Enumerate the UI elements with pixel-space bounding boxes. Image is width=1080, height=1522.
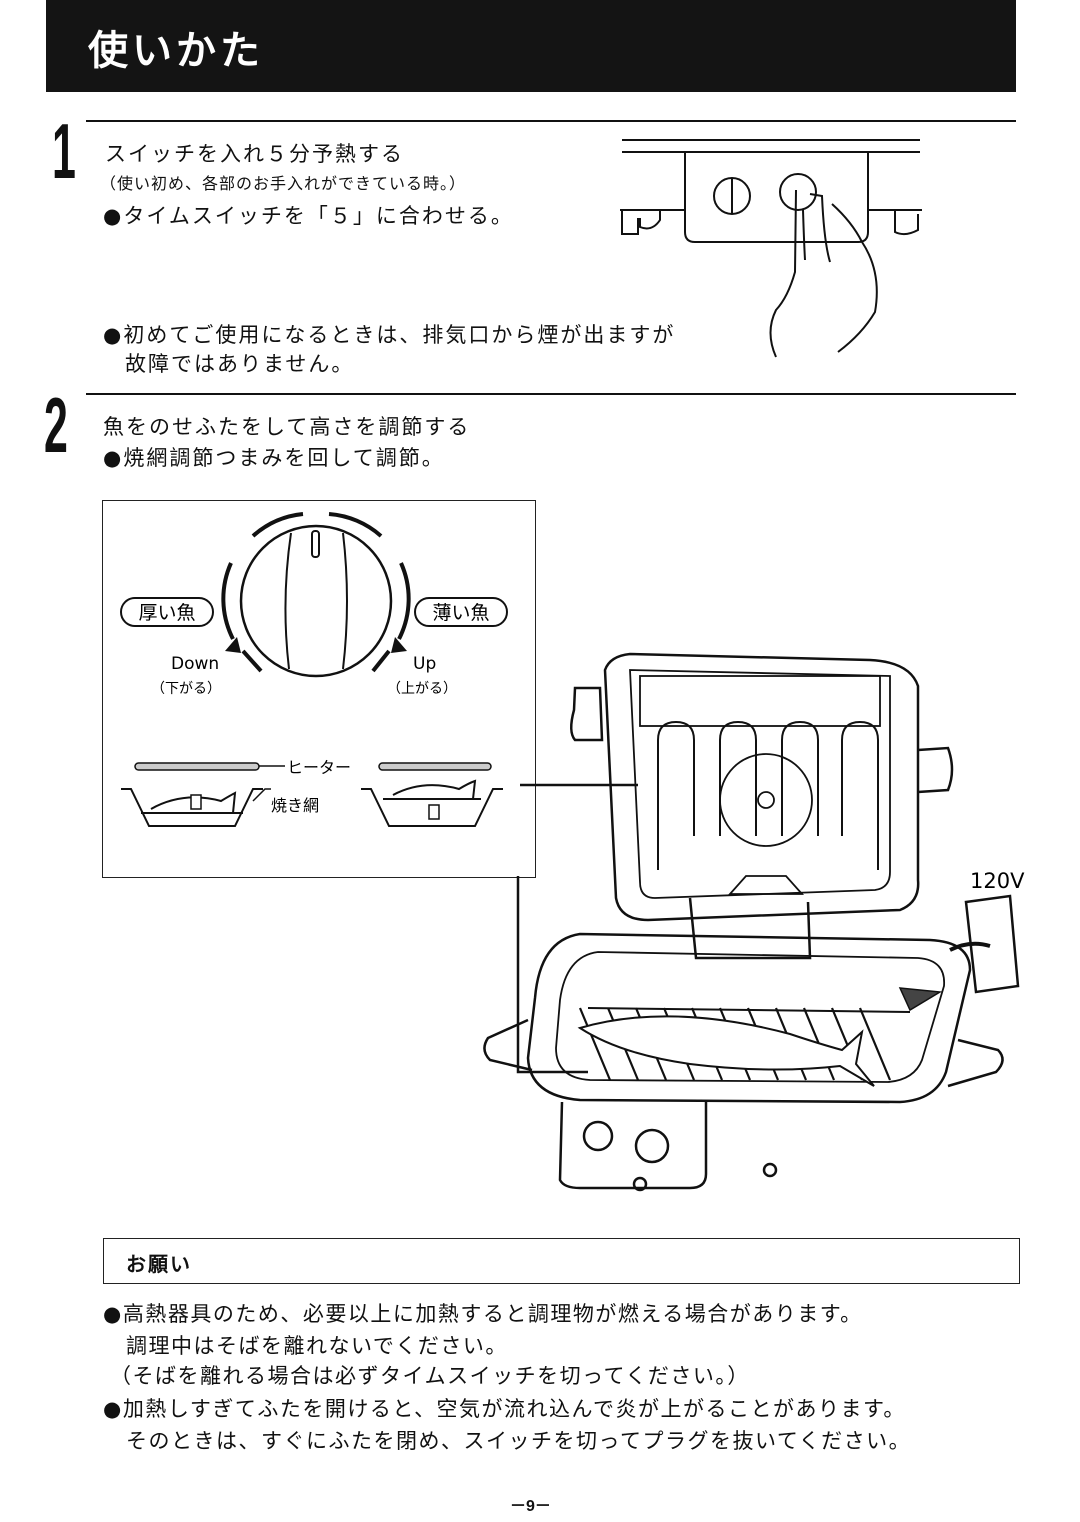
down-label: Down (171, 654, 219, 674)
header-bar: 使いかた (46, 0, 1016, 92)
page-number: －9－ (510, 1498, 551, 1515)
down-sub-label: （下がる） (151, 681, 221, 697)
step-2-bullet-1: ●焼網調節つまみを回して調節。 (103, 446, 445, 470)
thick-fish-label: 厚い魚 (138, 602, 195, 624)
notice-line-5: そのときは、すぐにふたを閉め、スイッチを切ってプラグを抜いてください。 (126, 1429, 912, 1453)
step-1-number: 1 (52, 107, 76, 195)
heater-label: ヒーター (287, 758, 351, 777)
up-sub-label: （上がる） (387, 681, 457, 697)
dial-diagram-box (102, 500, 536, 878)
notice-heading-box: お願い (103, 1238, 1020, 1284)
step-1-note: （使い初め、各部のお手入れができている時。） (100, 174, 467, 193)
step-1-bullet-1: ●タイムスイッチを「５」に合わせる。 (103, 204, 514, 228)
voltage-label: 120V (970, 869, 1025, 893)
notice-line-1: ●高熱器具のため、必要以上に加熱すると調理物が燃える場合があります。 (103, 1302, 863, 1326)
grill-label: 焼き網 (271, 796, 319, 815)
fish-grill-illustration: 120V (483, 652, 1025, 1192)
notice-line-2: 調理中はそばを離れないでください。 (126, 1334, 508, 1358)
step-2-title: 魚をのせふたをして高さを調節する (103, 415, 471, 439)
step-2-rule (86, 393, 1016, 395)
step-1-bullet-2-cont: 故障ではありません。 (125, 352, 355, 376)
switch-hand-illustration (620, 139, 922, 358)
thin-fish-label: 薄い魚 (432, 602, 489, 624)
up-label: Up (413, 654, 436, 674)
page-title: 使いかた (88, 28, 264, 74)
step-2-number: 2 (44, 381, 68, 469)
dial-diagram: 厚い魚 薄い魚 Down （下がる） Up （上がる） ヒーター 焼き網 (120, 512, 508, 827)
notice-heading: お願い (126, 1252, 192, 1276)
step-1-bullet-2: ●初めてご使用になるときは、排気口から煙が出ますが (103, 323, 676, 347)
notice-line-3: （そばを離れる場合は必ずタイムスイッチを切ってください。） (110, 1364, 750, 1388)
step-1-rule (86, 120, 1016, 122)
step-1-title: スイッチを入れ５分予熱する (105, 142, 404, 166)
notice-line-4: ●加熱しすぎてふたを開けると、空気が流れ込んで炎が上がることがあります。 (103, 1397, 906, 1421)
